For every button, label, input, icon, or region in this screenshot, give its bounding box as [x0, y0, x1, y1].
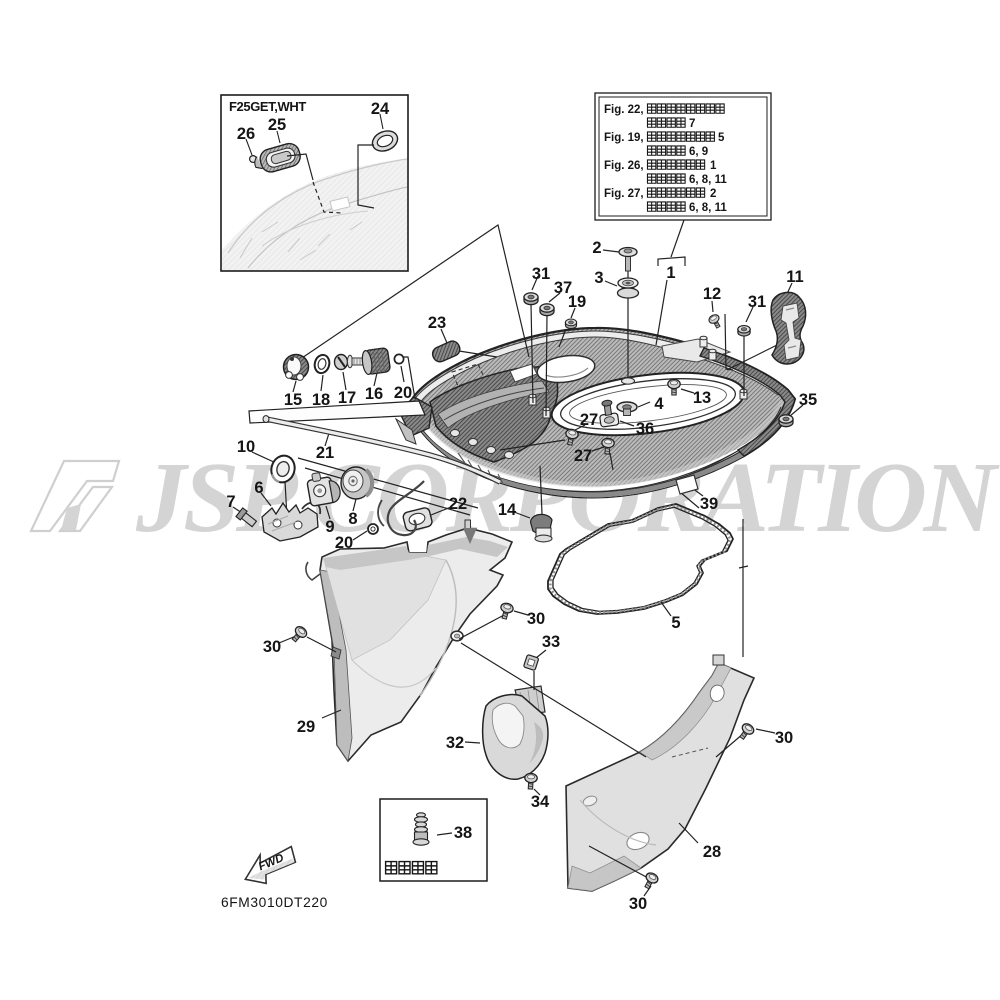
svg-text:1: 1	[666, 264, 675, 282]
svg-text:29: 29	[297, 718, 315, 736]
svg-text:2: 2	[592, 239, 601, 257]
svg-text:9: 9	[325, 518, 334, 536]
svg-text:25: 25	[268, 116, 286, 134]
svg-text:28: 28	[703, 843, 721, 861]
svg-text:13: 13	[693, 389, 711, 407]
svg-text:6FM3010DT220: 6FM3010DT220	[221, 895, 328, 910]
svg-text:21: 21	[316, 444, 334, 462]
svg-text:39: 39	[700, 495, 718, 513]
svg-text:35: 35	[799, 391, 817, 409]
svg-text:5: 5	[671, 614, 680, 632]
svg-text:17: 17	[338, 389, 356, 407]
svg-text:Fig. 27,: Fig. 27,	[604, 188, 644, 200]
svg-text:20: 20	[335, 534, 353, 552]
svg-text:3: 3	[594, 269, 603, 287]
svg-text:37: 37	[554, 279, 572, 297]
svg-text:15: 15	[284, 391, 302, 409]
svg-text:31: 31	[532, 265, 550, 283]
svg-text:19: 19	[568, 293, 586, 311]
svg-text:6: 6	[254, 479, 263, 497]
svg-text:11: 11	[786, 268, 803, 286]
svg-text:8: 8	[348, 510, 357, 528]
svg-text:7: 7	[226, 493, 235, 511]
svg-text:Fig. 22,: Fig. 22,	[604, 104, 644, 116]
svg-text:38: 38	[454, 824, 472, 842]
svg-text:4: 4	[654, 395, 664, 413]
svg-text:6, 8, 11: 6, 8, 11	[689, 202, 727, 214]
svg-text:30: 30	[629, 895, 647, 913]
svg-text:Fig. 26,: Fig. 26,	[604, 160, 644, 172]
svg-text:34: 34	[531, 793, 550, 811]
svg-text:26: 26	[237, 125, 255, 143]
svg-text:1: 1	[710, 160, 717, 172]
svg-text:33: 33	[542, 633, 560, 651]
svg-text:6, 8, 11: 6, 8, 11	[689, 174, 727, 186]
svg-text:Fig. 19,: Fig. 19,	[604, 132, 644, 144]
svg-text:30: 30	[263, 638, 281, 656]
svg-text:27: 27	[574, 447, 592, 465]
svg-text:30: 30	[527, 610, 545, 628]
svg-text:F25GET,WHT: F25GET,WHT	[229, 99, 306, 114]
svg-text:32: 32	[446, 734, 464, 752]
svg-text:30: 30	[775, 729, 793, 747]
svg-text:22: 22	[449, 495, 467, 513]
svg-text:6, 9: 6, 9	[689, 146, 708, 158]
svg-text:20: 20	[394, 384, 412, 402]
svg-text:23: 23	[428, 314, 446, 332]
svg-text:5: 5	[718, 132, 725, 144]
svg-text:36: 36	[636, 420, 654, 438]
svg-text:31: 31	[748, 293, 766, 311]
svg-text:16: 16	[365, 385, 383, 403]
svg-text:7: 7	[689, 118, 695, 130]
svg-text:14: 14	[498, 501, 517, 519]
svg-text:2: 2	[710, 188, 716, 200]
svg-text:12: 12	[703, 285, 721, 303]
svg-text:27: 27	[580, 411, 598, 429]
svg-text:10: 10	[237, 438, 255, 456]
svg-text:24: 24	[371, 100, 390, 118]
svg-text:18: 18	[312, 391, 330, 409]
